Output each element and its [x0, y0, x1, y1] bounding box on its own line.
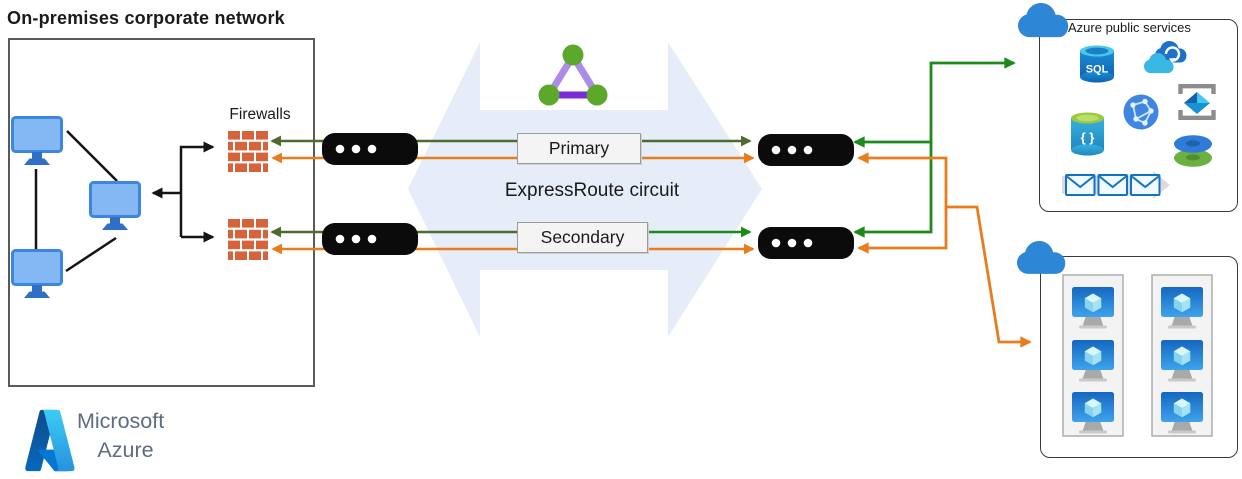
onprem-network-box — [8, 38, 315, 387]
firewall-icon — [228, 131, 268, 172]
cosmos-db-icon: { } — [1071, 112, 1104, 156]
primary-path-label: Primary — [517, 133, 641, 164]
secondary-path-text: Secondary — [540, 227, 625, 247]
cloud-sync-icon — [1144, 41, 1187, 74]
workstation-icon — [89, 181, 141, 232]
disk-stack-icon — [1174, 135, 1212, 167]
msee-router-primary-icon — [758, 134, 854, 166]
onprem-edge-router-secondary-icon — [322, 223, 418, 255]
cloud-icon — [1017, 241, 1066, 274]
microsoft-wordmark: Microsoft — [77, 409, 165, 433]
expressroute-circuit-icon — [538, 44, 608, 106]
vm-column — [1062, 274, 1124, 437]
sql-database-icon: SQL — [1080, 45, 1114, 83]
azure-stack-icon — [1178, 84, 1216, 120]
vm-column — [1151, 274, 1213, 437]
workstation-icon — [11, 249, 63, 300]
azure-logo-icon — [25, 409, 75, 472]
expressroute-circuit-label: ExpressRoute circuit — [504, 180, 680, 201]
cloud-icon — [1018, 3, 1069, 38]
globe-network-icon — [1123, 94, 1159, 130]
mail-flow-icon — [1062, 171, 1170, 199]
azure-wordmark: Azure — [97, 438, 154, 462]
primary-path-text: Primary — [548, 138, 610, 158]
firewall-icon — [228, 219, 268, 260]
azure-orange-connection — [857, 152, 1032, 348]
expressroute-background-arrow — [408, 42, 762, 337]
secondary-path-label: Secondary — [517, 222, 648, 253]
msee-router-secondary-icon — [758, 227, 854, 259]
lan-connection-lines — [34, 130, 215, 273]
onprem-edge-router-primary-icon — [322, 133, 418, 165]
workstation-icon — [11, 116, 63, 167]
onprem-network-title: On-premises corporate network — [7, 8, 285, 28]
sql-label: SQL — [1086, 64, 1109, 76]
braces-label: { } — [1081, 130, 1095, 145]
firewalls-label: Firewalls — [229, 106, 291, 123]
azure-green-connection — [853, 57, 1016, 238]
azure-public-services-title: Azure public services — [1068, 20, 1191, 35]
